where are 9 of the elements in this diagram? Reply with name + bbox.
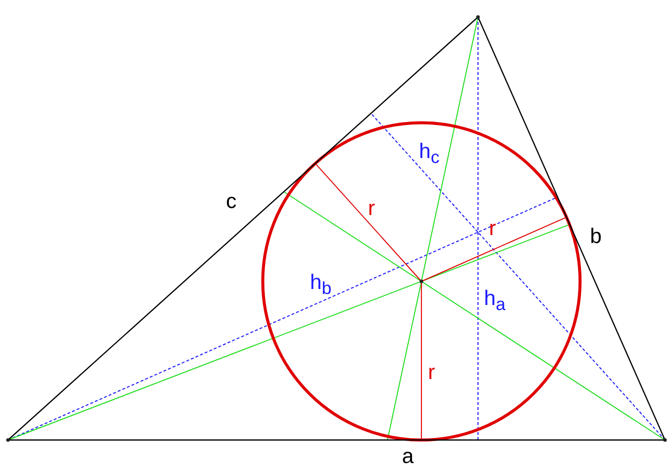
side-label: b: [590, 226, 602, 247]
side-label: a: [402, 446, 414, 467]
radius-label: r: [428, 362, 435, 383]
side-label: c: [226, 191, 236, 212]
altitude-label: h$_{a}$: [484, 288, 506, 314]
radius-label: r: [368, 198, 375, 219]
radius-label: r: [489, 218, 496, 239]
altitude-label: h$_{b}$: [310, 272, 332, 298]
altitude-label: h$_{c}$: [419, 141, 440, 167]
